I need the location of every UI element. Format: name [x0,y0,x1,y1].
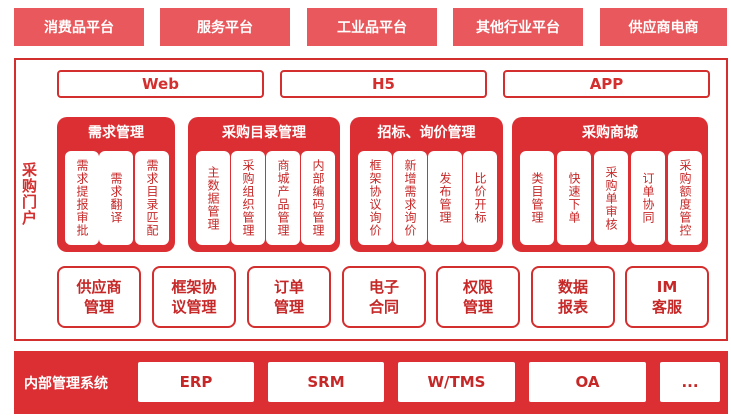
group-demand-management: 需求管理 需求提报审批 需求翻译 需求目录匹配 [57,117,175,252]
item-category-management: 类目管理 [520,151,554,245]
module-supplier-management: 供应商 管理 [57,266,141,328]
item-quota-control: 采购额度管控 [668,151,702,245]
platform-services: 服务平台 [160,8,290,46]
item-order-review: 采购单审核 [594,151,628,245]
platform-other-industries: 其他行业平台 [453,8,583,46]
item-demand-translate: 需求翻译 [99,151,133,245]
channel-h5: H5 [280,70,487,98]
channel-web: Web [57,70,264,98]
item-price-compare: 比价开标 [463,151,497,245]
platform-industrial-goods: 工业品平台 [307,8,437,46]
item-master-data: 主数据管理 [196,151,230,245]
group-title: 招标、询价管理 [377,125,476,141]
portal-label: 采购门户 [20,162,38,226]
item-framework-inquiry: 框架协议询价 [358,151,392,245]
system-erp: ERP [138,362,254,402]
item-mall-products: 商城产品管理 [266,151,300,245]
platform-consumer-goods: 消费品平台 [14,8,144,46]
system-oa: OA [529,362,646,402]
procurement-portal-frame [14,58,728,341]
item-order-collaboration: 订单协同 [631,151,665,245]
group-title: 采购目录管理 [222,125,306,141]
group-procurement-catalog: 采购目录管理 主数据管理 采购组织管理 商城产品管理 内部编码管理 [188,117,340,252]
group-bidding-inquiry: 招标、询价管理 框架协议询价 新增需求询价 发布管理 比价开标 [350,117,503,252]
module-im-service: IM 客服 [625,266,709,328]
item-internal-codes: 内部编码管理 [301,151,335,245]
group-title: 采购商城 [582,125,638,141]
system-srm: SRM [268,362,384,402]
module-permission-management: 权限 管理 [436,266,520,328]
item-purchasing-org: 采购组织管理 [231,151,265,245]
group-procurement-mall: 采购商城 类目管理 快速下单 采购单审核 订单协同 采购额度管控 [512,117,708,252]
internal-systems-label: 内部管理系统 [24,376,108,392]
item-demand-catalog-match: 需求目录匹配 [135,151,169,245]
item-publish-management: 发布管理 [428,151,462,245]
module-data-reports: 数据 报表 [531,266,615,328]
channel-app: APP [503,70,710,98]
group-title: 需求管理 [88,125,144,141]
module-order-management: 订单 管理 [247,266,331,328]
item-demand-submit-approve: 需求提报审批 [65,151,99,245]
system-more: ... [660,362,720,402]
platform-supplier-ecommerce: 供应商电商 [600,8,727,46]
module-framework-agreement: 框架协 议管理 [152,266,236,328]
item-new-demand-inquiry: 新增需求询价 [393,151,427,245]
module-e-contract: 电子 合同 [342,266,426,328]
system-wtms: W/TMS [398,362,515,402]
item-quick-order: 快速下单 [557,151,591,245]
